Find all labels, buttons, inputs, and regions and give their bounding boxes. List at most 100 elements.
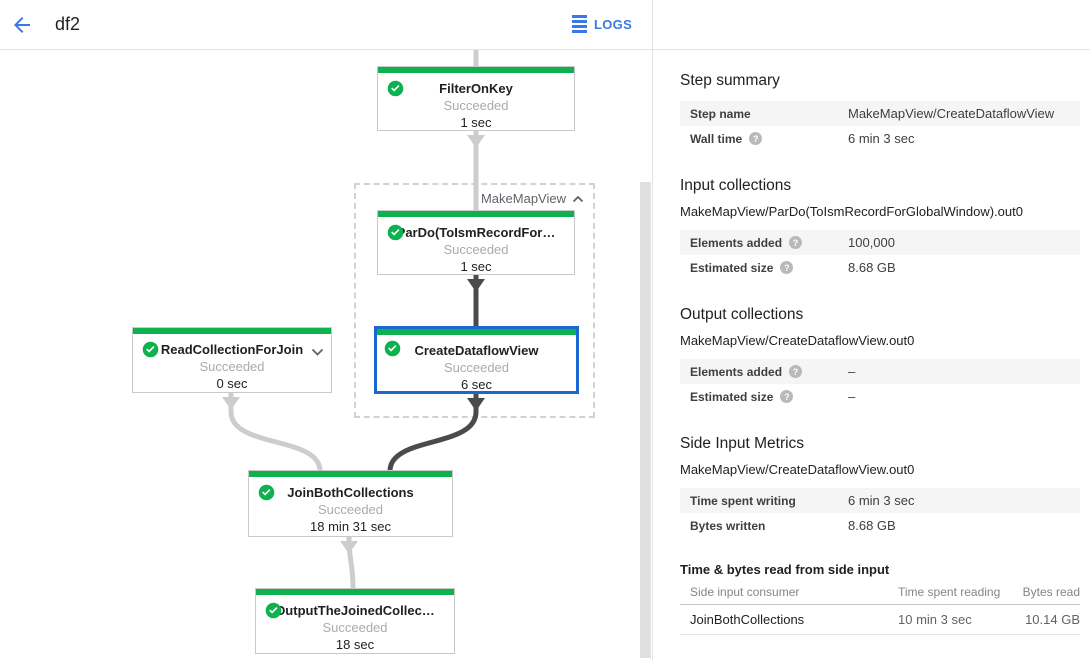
chevron-down-icon [311,348,324,356]
output-collections-rows: Elements added? – Estimated size? – [680,359,1080,409]
node-title: CreateDataflowView [414,343,539,358]
section-heading-input-collections: Input collections [680,177,792,194]
kv-label-text: Wall time [690,131,743,146]
kv-value: 100,000 [848,235,895,250]
section-heading-output-collections: Output collections [680,306,804,323]
node-status: Succeeded [443,360,510,375]
graph-node-readcollectionforjoin[interactable]: ReadCollectionForJoin Succeeded 0 sec [132,327,332,393]
kv-label-text: Elements added [690,364,783,379]
node-status-bar [378,211,574,217]
side-input-table: Side input consumer Time spent reading B… [680,579,1080,635]
kv-value: – [848,389,856,404]
help-icon[interactable]: ? [780,390,794,403]
group-collapse-control[interactable]: MakeMapView [481,191,584,206]
node-title: ParDo(ToIsmRecordFor… [396,225,556,240]
column-header-consumer: Side input consumer [690,584,800,599]
help-icon[interactable]: ? [749,132,763,145]
column-header-bytes: Bytes read [1022,584,1080,599]
job-title: df2 [55,14,81,34]
output-collection-name: MakeMapView/CreateDataflowView.out0 [680,333,915,348]
kv-value: 8.68 GB [848,518,896,533]
graph-node-joinbothcollections[interactable]: JoinBothCollections Succeeded 18 min 31 … [248,470,453,537]
help-icon[interactable]: ? [789,236,803,249]
node-status-bar [377,329,576,335]
group-label-text: MakeMapView [480,191,566,206]
panel-body: Step summary Step name MakeMapView/Creat… [653,72,1090,635]
kv-row-elements-added: Elements added? – [680,359,1080,384]
input-collection-name: MakeMapView/ParDo(ToIsmRecordForGlobalWi… [680,204,1023,219]
node-expand-control[interactable] [311,344,324,362]
graph-node-createdataflowview[interactable]: CreateDataflowView Succeeded 6 sec [374,326,579,394]
kv-row-bytes-written: Bytes written 8.68 GB [680,513,1080,538]
kv-label-text: Elements added [690,235,783,250]
side-input-table-heading: Time & bytes read from side input [680,562,890,577]
node-status-bar [378,67,574,73]
kv-row-wall-time: Wall time? 6 min 3 sec [680,126,1080,151]
graph-node-outputthejoinedcollection[interactable]: OutputTheJoinedCollec… Succeeded 18 sec [255,588,455,654]
graph-scrollbar-thumb[interactable] [640,182,651,658]
logs-button-label: LOGS [594,16,633,32]
table-row: JoinBothCollections 10 min 3 sec 10.14 G… [680,605,1080,635]
back-arrow-button[interactable] [10,13,34,37]
kv-label-text: Estimated size [690,260,774,275]
side-input-collection-name: MakeMapView/CreateDataflowView.out0 [680,462,915,477]
node-time: 1 sec [460,115,492,130]
kv-row-estimated-size: Estimated size? – [680,384,1080,409]
kv-label-text: Step name [690,106,751,121]
column-header-reading: Time spent reading [898,584,1001,599]
kv-value: – [848,364,856,379]
kv-row-estimated-size: Estimated size? 8.68 GB [680,255,1080,280]
step-summary-rows: Step name MakeMapView/CreateDataflowView… [680,101,1080,151]
node-title: OutputTheJoinedCollec… [275,603,435,618]
kv-row-step-name: Step name MakeMapView/CreateDataflowView [680,101,1080,126]
graph-node-pardo-toismrecord[interactable]: ParDo(ToIsmRecordFor… Succeeded 1 sec [377,210,575,275]
cell-consumer: JoinBothCollections [690,612,805,627]
section-heading-side-input-metrics: Side Input Metrics [680,435,805,452]
node-status-bar [133,328,331,334]
node-title: ReadCollectionForJoin [160,342,304,357]
check-circle-icon [265,602,282,619]
top-app-bar: df2 LOGS [0,0,1090,50]
kv-value: 6 min 3 sec [848,493,915,508]
job-graph-canvas[interactable]: MakeMapView FilterOnKey Succeeded 1 sec [0,50,652,660]
cell-reading: 10 min 3 sec [898,612,972,627]
logs-button[interactable]: LOGS [572,15,632,33]
node-title: FilterOnKey [439,81,513,96]
node-status: Succeeded [199,359,265,374]
help-icon[interactable]: ? [780,261,794,274]
kv-value: 6 min 3 sec [848,131,915,146]
kv-label-text: Estimated size [690,389,774,404]
node-status-bar [249,471,452,477]
step-details-panel: Step Step summary Step name MakeMapView/… [653,0,1090,660]
check-circle-icon [258,484,275,501]
side-input-table-header: Side input consumer Time spent reading B… [680,579,1080,605]
node-status: Succeeded [322,620,388,635]
check-circle-icon [387,224,404,241]
check-circle-icon [142,341,159,358]
help-icon[interactable]: ? [789,365,803,378]
node-time: 6 sec [460,377,493,392]
kv-value: MakeMapView/CreateDataflowView [848,106,1055,121]
section-heading-step-summary: Step summary [680,72,780,89]
input-collections-rows: Elements added? 100,000 Estimated size? … [680,230,1080,280]
chevron-up-icon [572,195,584,202]
kv-row-elements-added: Elements added? 100,000 [680,230,1080,255]
kv-row-time-spent-writing: Time spent writing 6 min 3 sec [680,488,1080,513]
check-circle-icon [384,340,401,357]
graph-node-filteronkey[interactable]: FilterOnKey Succeeded 1 sec [377,66,575,131]
node-time: 1 sec [460,259,492,274]
node-time: 18 sec [335,637,375,652]
node-status: Succeeded [443,242,509,257]
node-status-bar [256,589,454,595]
kv-label-text: Time spent writing [690,493,796,508]
node-status: Succeeded [317,502,384,517]
node-status: Succeeded [443,98,509,113]
node-title: JoinBothCollections [287,485,414,500]
node-time: 0 sec [216,376,248,391]
kv-value: 8.68 GB [848,260,896,275]
pane-divider [652,0,653,660]
kv-label-text: Bytes written [690,518,766,533]
check-circle-icon [387,80,404,97]
graph-edges [222,50,485,590]
